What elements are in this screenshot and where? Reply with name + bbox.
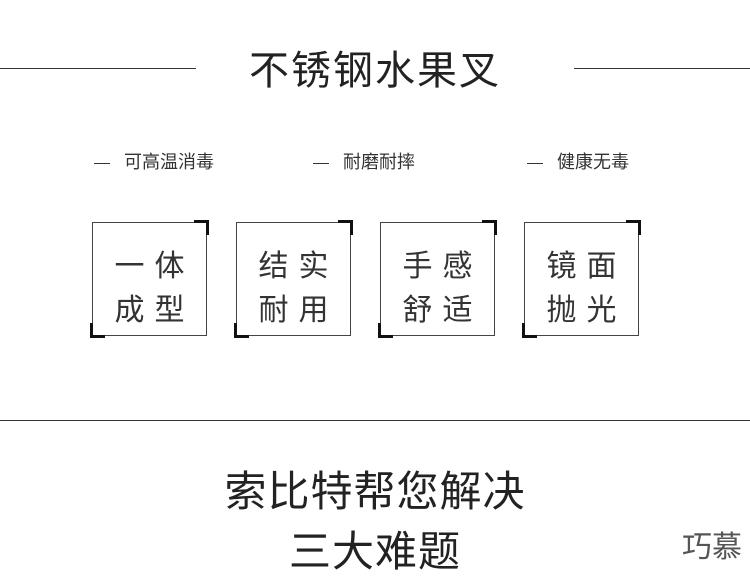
box-line-1: 一体 bbox=[114, 249, 195, 284]
corner-bracket-icon bbox=[234, 323, 249, 338]
tagline-line-2: 三大难题 bbox=[288, 527, 461, 576]
corner-bracket-icon bbox=[626, 220, 641, 235]
corner-bracket-icon bbox=[482, 220, 497, 235]
feature-label: 耐磨耐摔 bbox=[343, 152, 415, 173]
corner-bracket-icon bbox=[90, 323, 105, 338]
dash-icon bbox=[313, 162, 329, 164]
feature-item-sterilize: 可高温消毒 bbox=[94, 148, 214, 174]
box-line-2: 舒适 bbox=[402, 293, 483, 328]
box-line-1: 手感 bbox=[402, 249, 483, 284]
corner-bracket-icon bbox=[194, 220, 209, 235]
feature-box-polished: 镜面 抛光 bbox=[522, 220, 641, 338]
page-title: 不锈钢水果叉 bbox=[249, 48, 501, 94]
corner-bracket-icon bbox=[378, 323, 393, 338]
feature-box-sturdy: 结实 耐用 bbox=[234, 220, 353, 338]
dash-icon bbox=[527, 162, 543, 164]
title-rule-right bbox=[574, 68, 750, 69]
box-line-2: 抛光 bbox=[546, 293, 627, 328]
feature-label: 可高温消毒 bbox=[124, 152, 214, 173]
feature-item-durable: 耐磨耐摔 bbox=[313, 148, 415, 174]
tagline-line-1: 索比特帮您解决 bbox=[224, 467, 526, 516]
box-line-1: 镜面 bbox=[546, 249, 627, 284]
corner-bracket-icon bbox=[522, 323, 537, 338]
feature-box-one-piece: 一体 成型 bbox=[90, 220, 209, 338]
box-line-1: 结实 bbox=[258, 249, 339, 284]
dash-icon bbox=[94, 162, 110, 164]
feature-box-comfort: 手感 舒适 bbox=[378, 220, 497, 338]
title-rule-left bbox=[0, 68, 196, 69]
corner-bracket-icon bbox=[338, 220, 353, 235]
box-line-2: 耐用 bbox=[258, 293, 339, 328]
watermark: 巧慕 bbox=[682, 530, 742, 565]
box-line-2: 成型 bbox=[114, 293, 195, 328]
section-divider bbox=[0, 420, 750, 421]
feature-item-nontoxic: 健康无毒 bbox=[527, 148, 629, 174]
feature-label: 健康无毒 bbox=[557, 152, 629, 173]
